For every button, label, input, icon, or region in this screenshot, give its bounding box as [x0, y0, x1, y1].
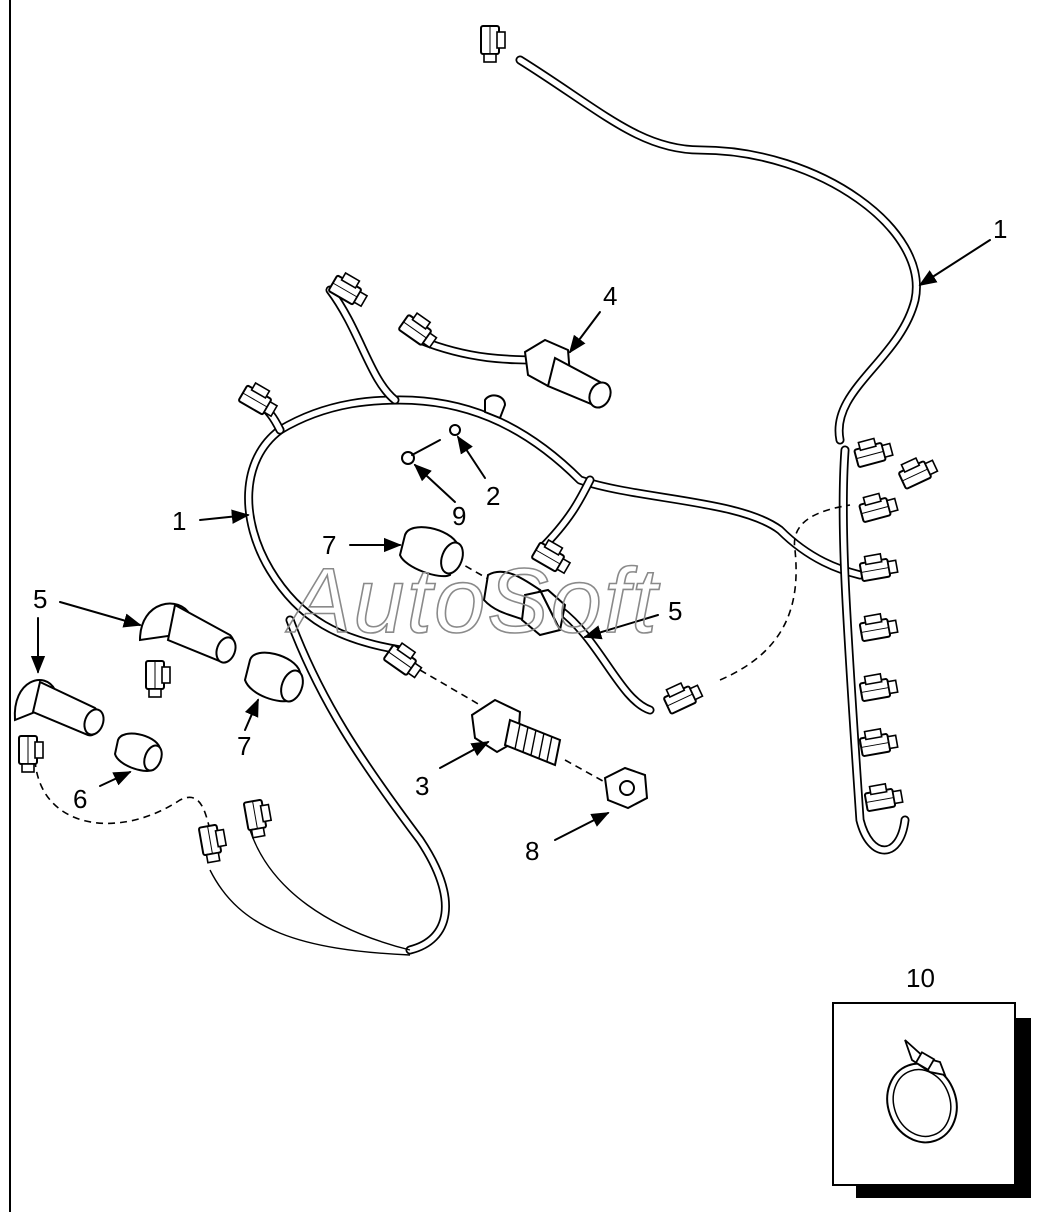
callout-5-left: 5	[33, 584, 47, 614]
callout-3: 3	[415, 771, 429, 801]
callout-1-left: 1	[172, 506, 186, 536]
sensor-5-center	[482, 570, 567, 637]
sensor-5-upper-left	[138, 602, 237, 664]
bolt-9	[401, 439, 441, 465]
sensor-5-lower-left	[13, 679, 105, 737]
inset-box-clamp	[832, 1002, 1031, 1198]
washer-2	[449, 394, 507, 436]
callout-2: 2	[486, 481, 500, 511]
wiring-harness	[209, 55, 921, 956]
callout-5-center: 5	[668, 596, 682, 626]
leader-lines	[30, 239, 991, 841]
watermark: AutoSoft	[285, 550, 660, 652]
callout-1-upper: 1	[993, 214, 1007, 244]
callout-7-upper: 7	[322, 530, 336, 560]
callout-4: 4	[603, 281, 617, 311]
sensor-3	[470, 698, 562, 767]
nut-8	[603, 766, 649, 810]
callout-9: 9	[452, 501, 466, 531]
callout-8: 8	[525, 836, 539, 866]
callout-7-lower: 7	[237, 731, 251, 761]
spacer-6	[113, 732, 163, 772]
clamp-icon	[886, 1039, 958, 1144]
callout-6: 6	[73, 784, 87, 814]
callout-labels: 1 1 2 3 4 5 5 6 7 7 8 9 10	[33, 214, 1007, 993]
callout-10: 10	[906, 963, 935, 993]
spacer-7-lower	[243, 651, 304, 703]
sensor-4	[523, 338, 612, 409]
spacer-7-upper	[398, 526, 464, 578]
